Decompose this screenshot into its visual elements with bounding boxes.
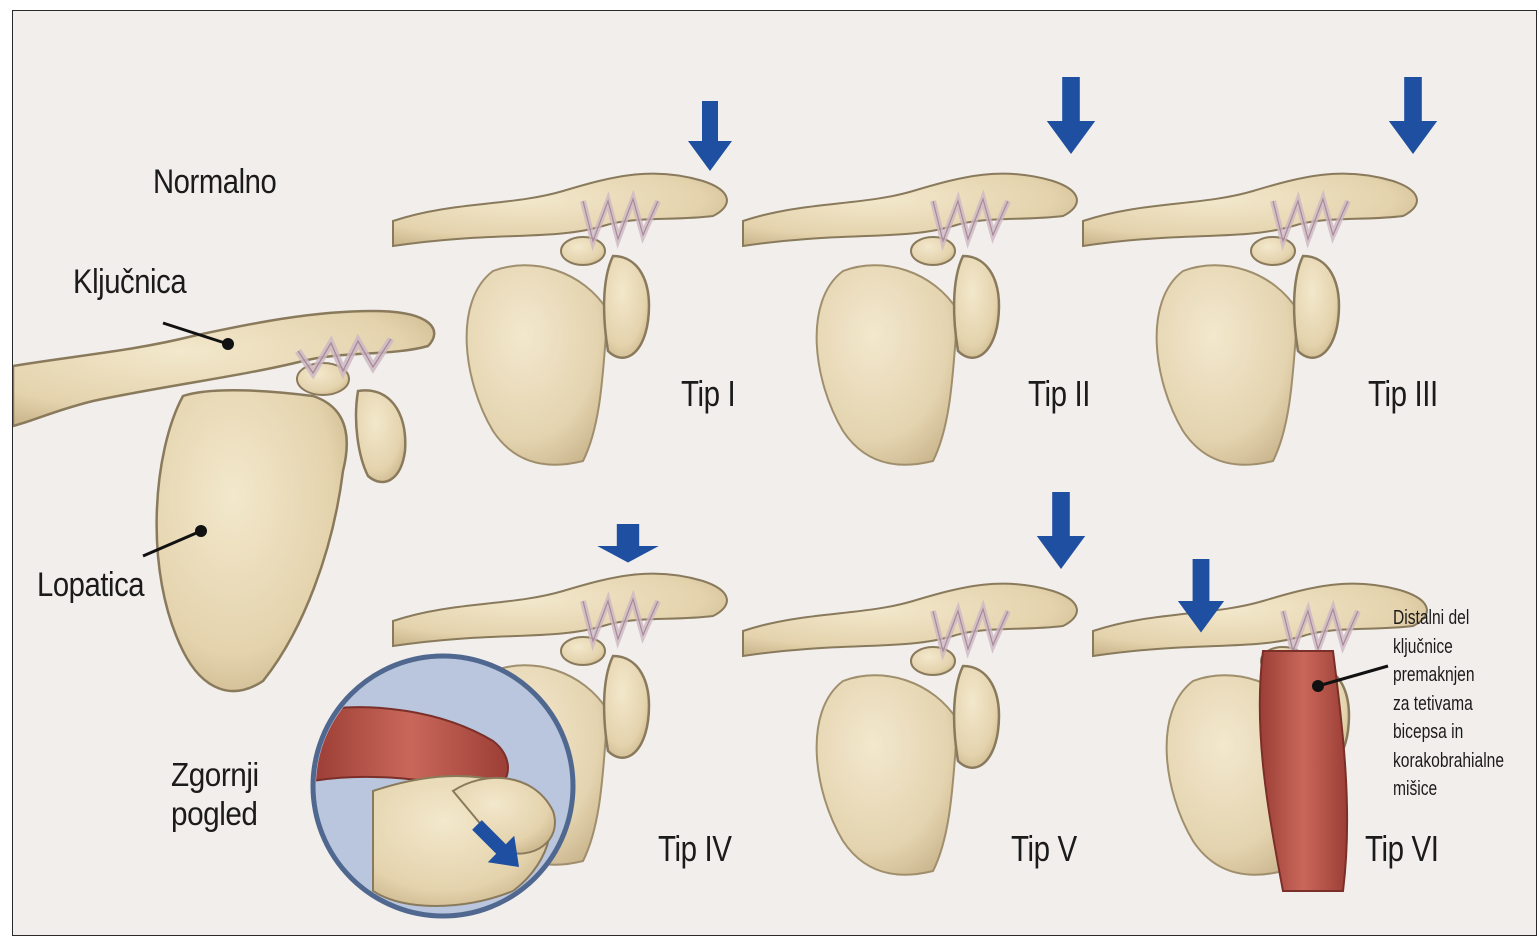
note-line: ključnice: [1393, 633, 1504, 662]
top-view-inset: [313, 656, 573, 916]
note-line: Distalni del: [1393, 604, 1504, 633]
note-line: korakobrahialne: [1393, 747, 1504, 776]
type-6-label: Tip VI: [1365, 828, 1439, 870]
note-line: za tetivama: [1393, 690, 1504, 719]
arrow-type-2: [1047, 77, 1095, 154]
top-view-label-line2: pogled: [171, 795, 257, 833]
type-3-drawing: [1083, 174, 1417, 465]
type-2-drawing: [743, 174, 1077, 465]
normal-label: Normalno: [153, 163, 276, 202]
type-1-label: Tip I: [681, 373, 735, 415]
scapula-label: Lopatica: [37, 566, 144, 605]
arrow-type-1: [688, 101, 732, 171]
arrow-type-4: [597, 524, 659, 563]
type-4-label: Tip IV: [658, 828, 732, 870]
type-2-label: Tip II: [1028, 373, 1090, 415]
type-3-label: Tip III: [1368, 373, 1438, 415]
type-1-drawing: [393, 174, 727, 465]
arrow-type-5: [1037, 492, 1085, 569]
clavicle-label: Ključnica: [73, 263, 186, 302]
illustration-frame: Normalno Ključnica Lopatica Zgornji pogl…: [12, 10, 1537, 936]
top-view-label-line1: Zgornji: [171, 756, 259, 794]
note-line: bicepsa in: [1393, 718, 1504, 747]
type-5-label: Tip V: [1011, 828, 1077, 870]
note-line: premaknjen: [1393, 661, 1504, 690]
note-line: mišice: [1393, 775, 1504, 804]
normal-shoulder-drawing: [13, 311, 434, 691]
type-6-note: Distalni del ključnice premaknjen za tet…: [1393, 604, 1504, 804]
arrow-type-3: [1389, 77, 1437, 154]
